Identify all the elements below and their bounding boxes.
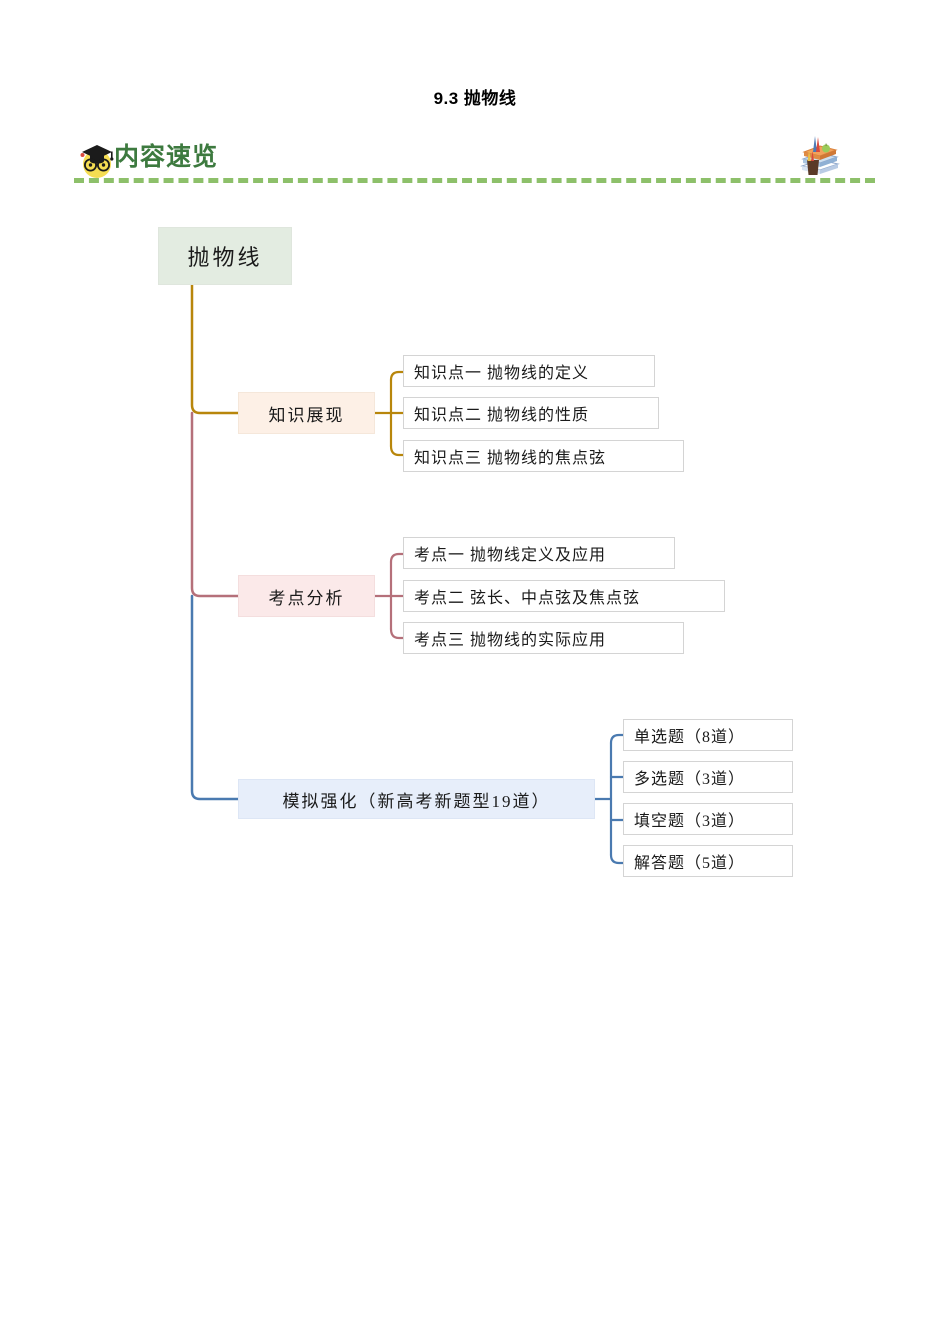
- mindmap-leaf-practice-solution[interactable]: 解答题（5道）: [623, 845, 793, 877]
- header-divider: [74, 178, 875, 183]
- mindmap-leaf-knowledge-3[interactable]: 知识点三 抛物线的焦点弦: [403, 440, 684, 472]
- section-header-label: 内容速览: [114, 143, 219, 171]
- mindmap-branch-exam-points[interactable]: 考点分析: [238, 575, 375, 617]
- page-title: 9.3 抛物线: [433, 89, 517, 108]
- mindmap-leaf-knowledge-2[interactable]: 知识点二 抛物线的性质: [403, 397, 659, 429]
- mindmap-leaf-exam-point-2[interactable]: 考点二 弦长、中点弦及焦点弦: [403, 580, 725, 612]
- books-stack-icon: [786, 130, 842, 180]
- mindmap-leaf-knowledge-1[interactable]: 知识点一 抛物线的定义: [403, 355, 655, 387]
- mindmap-leaf-practice-fill-blank[interactable]: 填空题（3道）: [623, 803, 793, 835]
- mindmap-leaf-exam-point-3[interactable]: 考点三 抛物线的实际应用: [403, 622, 684, 654]
- section-header: 内容速览: [74, 134, 878, 186]
- mindmap-root-node[interactable]: 抛物线: [158, 227, 292, 285]
- mindmap-leaf-practice-multi-choice[interactable]: 多选题（3道）: [623, 761, 793, 793]
- mindmap-branch-knowledge[interactable]: 知识展现: [238, 392, 375, 434]
- mindmap-branch-practice[interactable]: 模拟强化（新高考新题型19道）: [238, 779, 595, 819]
- mindmap-leaf-exam-point-1[interactable]: 考点一 抛物线定义及应用: [403, 537, 675, 569]
- mindmap-leaf-practice-single-choice[interactable]: 单选题（8道）: [623, 719, 793, 751]
- owl-graduate-icon: [76, 140, 118, 180]
